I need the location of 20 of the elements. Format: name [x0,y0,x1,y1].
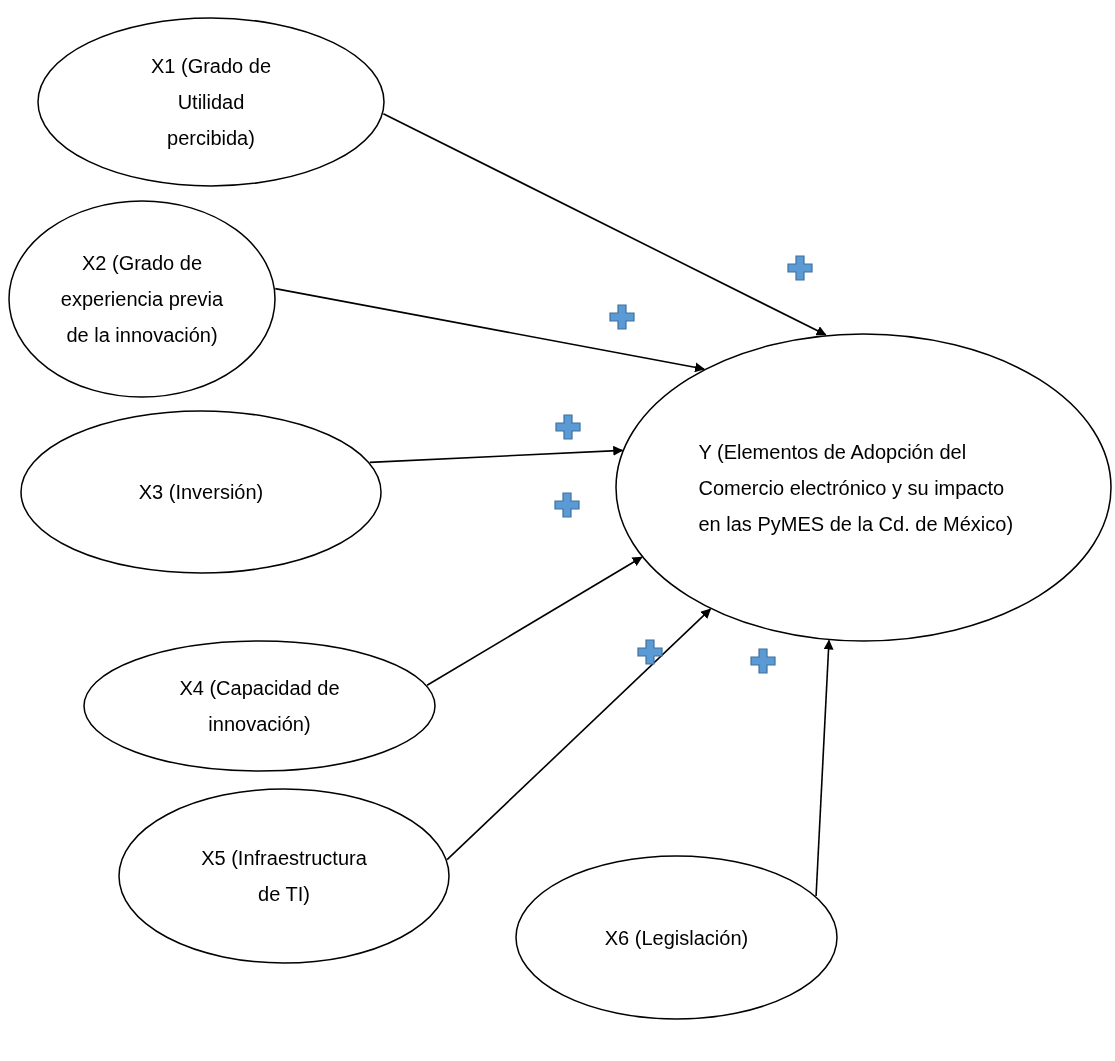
arrow [382,112,827,336]
ellipse-node [83,640,436,772]
arrow [815,639,834,897]
ellipse-node [20,410,382,574]
arrow [446,608,712,861]
arrow [274,287,705,373]
node-label: X2 (Grado de experiencia previa de la innovación) [59,251,225,348]
node-label: Y (Elementos de Adopción del Comercio electrónico y su impacto en las PyMES de la Cd. de México) [698,439,1015,537]
ellipse-node [515,855,838,1020]
node-label: X6 (Legislación) [603,925,750,951]
node-label: X1 (Grado de Utilidad percibida) [149,54,273,151]
node-label: X4 (Capacidad de innovación) [178,676,341,737]
ellipse-node [37,17,385,187]
node-label: X3 (Inversión) [137,480,265,505]
arrow [368,445,624,464]
ellipse-node [118,788,450,964]
ellipse-node [8,200,276,398]
ellipse-node [615,333,1112,642]
arrow [426,556,643,687]
node-label: X5 (Infraestructura de TI) [200,846,368,907]
